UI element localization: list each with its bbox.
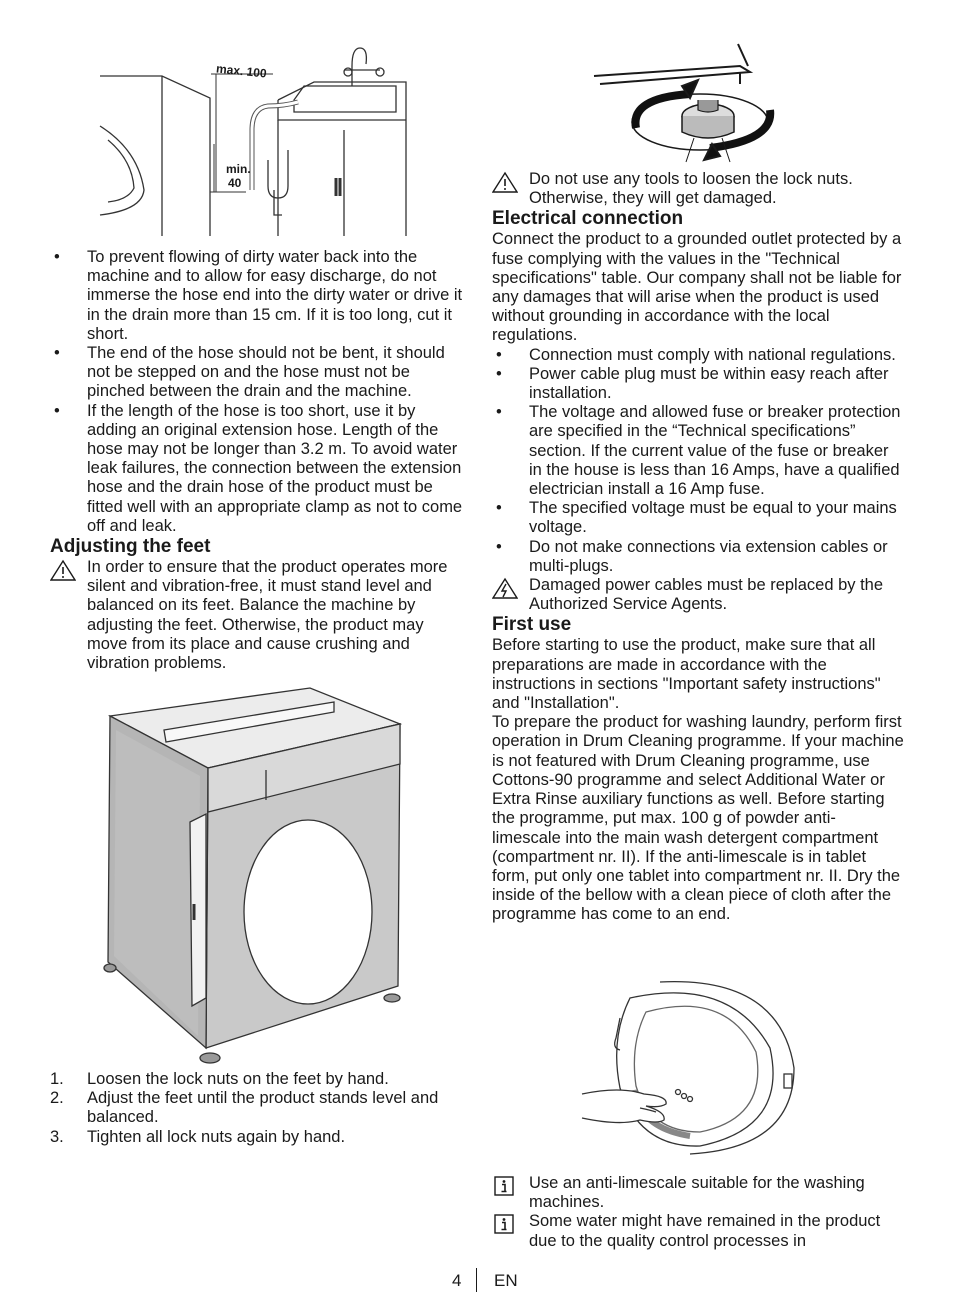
- first-use-paragraph-2: To prepare the product for washing laund…: [492, 713, 904, 924]
- steps-list: 1.Loosen the lock nuts on the feet by ha…: [50, 1070, 465, 1147]
- warning-text: Damaged power cables must be replaced by…: [529, 576, 884, 614]
- info-text: Some water might have remained in the pr…: [529, 1212, 881, 1250]
- adjusting-feet-warning: In order to ensure that the product oper…: [50, 558, 465, 673]
- bellow-cleaning-drawing: [581, 980, 795, 1155]
- list-item: Do not make connections via extension ca…: [492, 538, 904, 576]
- list-item: Power cable plug must be within easy rea…: [492, 365, 904, 403]
- electric-warning-icon: [492, 577, 518, 599]
- list-item: To prevent flowing of dirty water back i…: [50, 248, 465, 344]
- page-footer: 4 EN: [0, 1268, 954, 1298]
- info-notes: Use an anti-limescale suitable for the w…: [492, 1174, 904, 1251]
- list-item: 2.Adjust the feet until the product stan…: [50, 1089, 439, 1127]
- drain-hose-drawing: [99, 47, 407, 236]
- list-item: The voltage and allowed fuse or breaker …: [492, 403, 904, 499]
- first-use-paragraph-1: Before starting to use the product, make…: [492, 636, 881, 713]
- washing-machine-drawing: [103, 687, 403, 1064]
- info-note: Some water might have remained in the pr…: [492, 1212, 904, 1250]
- info-icon: [494, 1176, 514, 1196]
- drain-hose-figure: max. 100 min. 40: [98, 40, 410, 238]
- warning-icon: [50, 559, 76, 581]
- warning-text: In order to ensure that the product oper…: [87, 558, 448, 673]
- list-item: 1.Loosen the lock nuts on the feet by ha…: [50, 1070, 389, 1088]
- list-item: 3.Tighten all lock nuts again by hand.: [50, 1127, 346, 1146]
- adjusting-feet-heading: Adjusting the feet: [50, 536, 211, 558]
- min-label: min.: [226, 162, 251, 176]
- hose-bullet-list: To prevent flowing of dirty water back i…: [50, 248, 465, 536]
- info-icon: [494, 1214, 514, 1235]
- electrical-intro: Connect the product to a grounded outlet…: [492, 230, 902, 345]
- warning-text: Do not use any tools to loosen the lock …: [529, 170, 853, 208]
- language-code: EN: [494, 1271, 518, 1290]
- warning-icon: [492, 171, 518, 193]
- electrical-bullet-list: Connection must comply with national reg…: [492, 346, 904, 576]
- list-item: The end of the hose should not be bent, …: [50, 344, 465, 402]
- bellow-cleaning-figure: [580, 978, 810, 1156]
- lock-nut-drawing: [593, 43, 775, 163]
- info-text: Use an anti-limescale suitable for the w…: [529, 1174, 865, 1212]
- adjust-steps: 1.Loosen the lock nuts on the feet by ha…: [50, 1070, 465, 1147]
- left-column: To prevent flowing of dirty water back i…: [50, 248, 465, 673]
- first-use-heading: First use: [492, 614, 572, 636]
- list-item: If the length of the hose is too short, …: [50, 402, 465, 536]
- cable-warning: Damaged power cables must be replaced by…: [492, 576, 904, 614]
- info-note: Use an anti-limescale suitable for the w…: [492, 1174, 904, 1212]
- lock-nut-figure: [590, 40, 802, 170]
- electrical-connection-heading: Electrical connection: [492, 208, 684, 230]
- page-number: 4: [452, 1271, 462, 1290]
- min-value-label: 40: [228, 176, 242, 190]
- footer-divider: [476, 1268, 477, 1292]
- list-item: Connection must comply with national reg…: [492, 346, 904, 365]
- list-item: The specified voltage must be equal to y…: [492, 499, 904, 537]
- right-column: Do not use any tools to loosen the lock …: [492, 170, 904, 925]
- tools-warning: Do not use any tools to loosen the lock …: [492, 170, 904, 208]
- washing-machine-figure: [100, 686, 410, 1064]
